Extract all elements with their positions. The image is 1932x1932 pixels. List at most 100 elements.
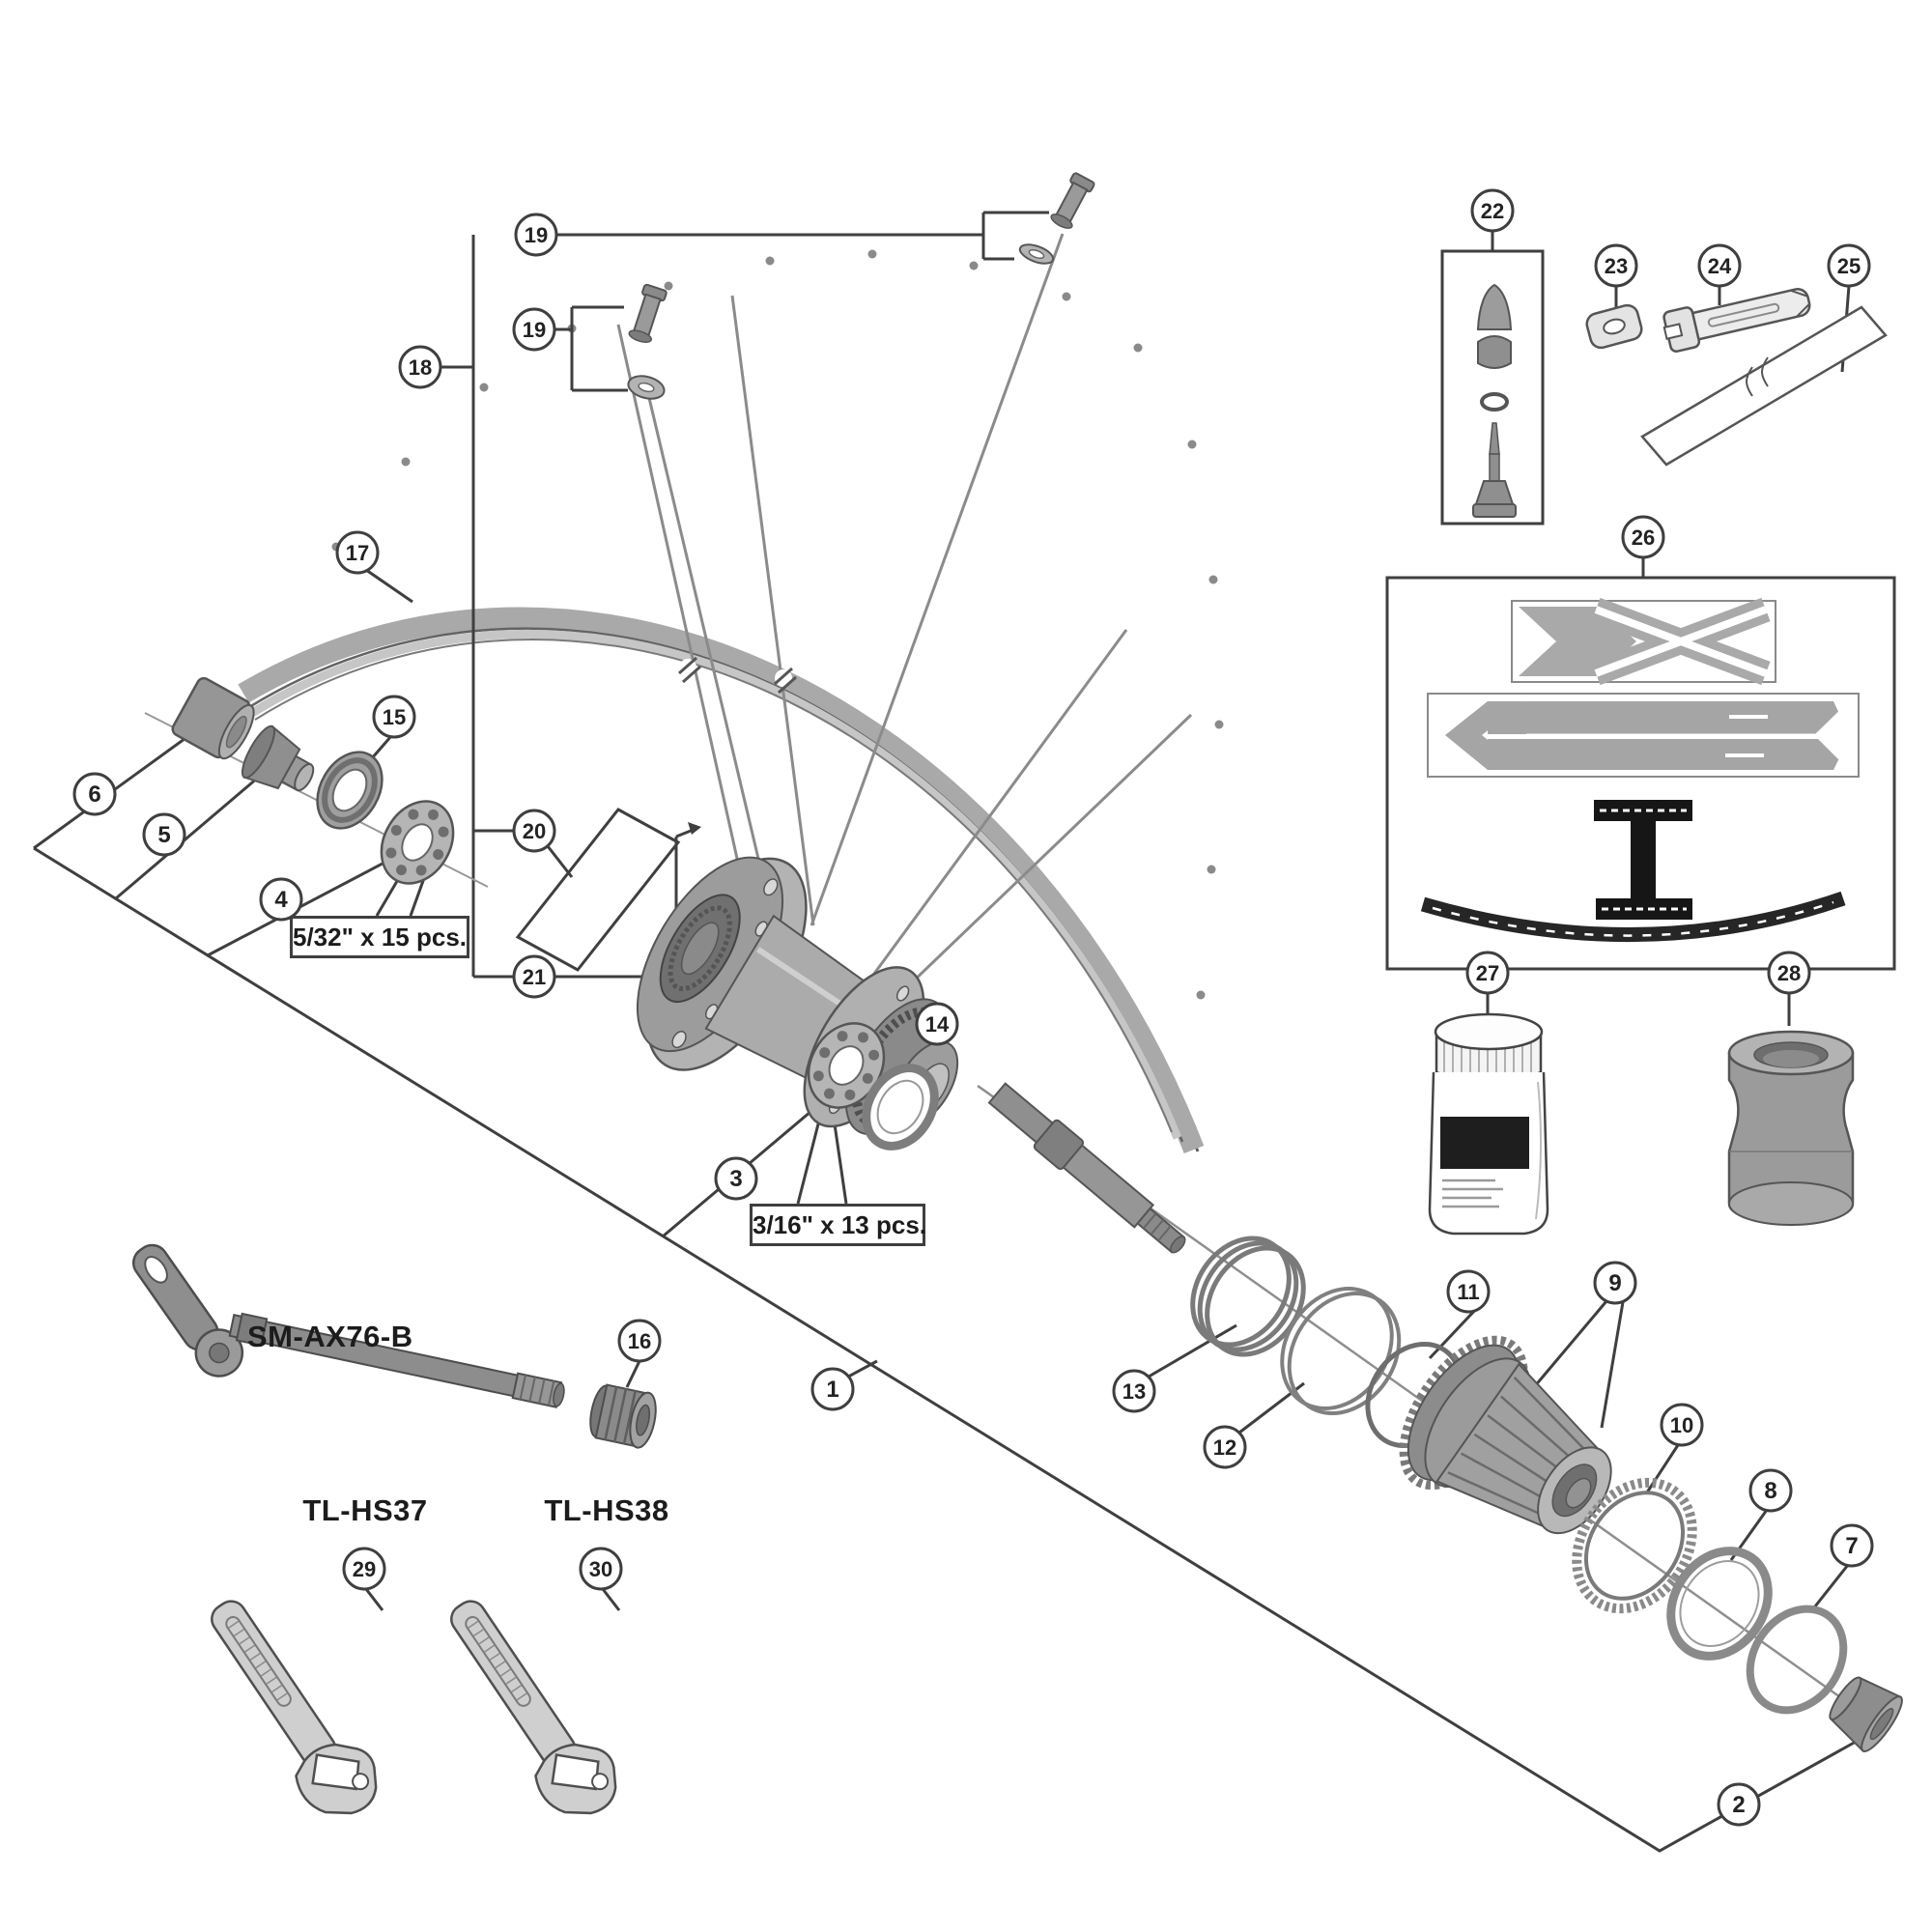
callout-3: 3	[714, 1156, 758, 1201]
callout-11: 11	[1446, 1269, 1491, 1314]
ball-retainer-left	[380, 800, 455, 885]
callout-29: 29	[342, 1547, 386, 1591]
callout-21: 21	[512, 954, 556, 999]
spoke-nipple-top	[1050, 172, 1095, 229]
seal-ring-right	[862, 1064, 939, 1151]
callout-27: 27	[1465, 951, 1510, 995]
callout-12: 12	[1203, 1425, 1247, 1469]
wrench-tool-24	[1662, 288, 1811, 353]
callout-14: 14	[915, 1002, 959, 1046]
svg-text:30: 30	[589, 1557, 612, 1581]
thru-axle-shaft	[228, 1312, 565, 1408]
rim-tape-25	[1640, 305, 1888, 467]
callout-23: 23	[1594, 243, 1638, 288]
svg-text:8: 8	[1764, 1478, 1776, 1504]
callout-22: 22	[1470, 188, 1515, 233]
cone-wrench-29	[211, 1600, 378, 1815]
callout-18: 18	[398, 345, 442, 389]
ball-size-box-right: 3/16" x 13 pcs.	[750, 1204, 926, 1246]
callout-30: 30	[579, 1547, 623, 1591]
nipple-washer-left	[627, 375, 666, 400]
svg-text:19: 19	[525, 223, 548, 247]
bushing	[1727, 1030, 1855, 1226]
callout-19a: 19	[514, 213, 558, 257]
svg-text:1: 1	[826, 1377, 838, 1403]
callout-26: 26	[1621, 515, 1665, 559]
svg-text:27: 27	[1476, 961, 1499, 985]
svg-text:21: 21	[523, 965, 546, 989]
nipple-washer-top	[1018, 243, 1055, 265]
callout-17: 17	[335, 530, 380, 575]
serrated-lockring-10	[1572, 1477, 1697, 1614]
valve-nut-23	[1585, 303, 1643, 350]
callout-20: 20	[512, 809, 556, 853]
svg-text:3: 3	[729, 1166, 742, 1192]
axle-model-label: SM-AX76-B	[247, 1320, 413, 1353]
svg-text:5: 5	[157, 822, 170, 848]
callout-13: 13	[1112, 1369, 1156, 1413]
ring-12	[1280, 1287, 1402, 1415]
svg-text:2: 2	[1732, 1792, 1745, 1818]
callout-2: 2	[1717, 1782, 1761, 1827]
ring-7	[1746, 1605, 1848, 1715]
svg-text:11: 11	[1457, 1280, 1479, 1304]
i-beam-sticker	[1594, 800, 1692, 920]
callout-9: 9	[1593, 1261, 1637, 1305]
callout-4: 4	[259, 877, 303, 922]
svg-text:13: 13	[1122, 1379, 1146, 1404]
svg-text:10: 10	[1670, 1413, 1693, 1437]
svg-text:29: 29	[353, 1557, 376, 1581]
callout-10: 10	[1660, 1403, 1704, 1447]
callout-25: 25	[1827, 243, 1871, 288]
end-cap-right	[1829, 1676, 1903, 1753]
ball-size-box-left: 5/32" x 15 pcs.	[290, 916, 469, 958]
svg-text:12: 12	[1213, 1435, 1236, 1460]
tool-label-tl-hs37: TL-HS37	[302, 1493, 428, 1527]
svg-text:25: 25	[1837, 254, 1861, 278]
curved-rim-sticker	[1420, 891, 1846, 942]
svg-text:14: 14	[925, 1012, 950, 1037]
svg-text:6: 6	[88, 781, 100, 808]
svg-text:16: 16	[628, 1329, 651, 1353]
cone-locknut	[241, 724, 315, 792]
svg-text:17: 17	[346, 541, 369, 565]
valve-kit	[1472, 283, 1517, 518]
svg-text:7: 7	[1845, 1533, 1858, 1559]
spoke-break-marks	[678, 656, 797, 695]
callout-24: 24	[1697, 243, 1742, 288]
svg-text:9: 9	[1608, 1270, 1621, 1296]
svg-text:22: 22	[1481, 199, 1504, 223]
end-cap-left	[171, 676, 255, 760]
callout-7: 7	[1830, 1523, 1874, 1568]
svg-text:4: 4	[274, 887, 288, 913]
callout-28: 28	[1767, 951, 1811, 995]
spoke-nipple-left	[628, 283, 668, 343]
callout-5: 5	[142, 812, 186, 857]
cone-wrench-30	[450, 1600, 617, 1815]
svg-text:18: 18	[409, 355, 432, 380]
callout-1: 1	[810, 1367, 855, 1411]
sticker-set	[1420, 597, 1860, 942]
callout-8: 8	[1748, 1468, 1793, 1513]
grease-jar	[1428, 1012, 1549, 1236]
axle-end-nut-16	[589, 1383, 657, 1449]
thru-axle-lever	[131, 1243, 244, 1378]
svg-text:23: 23	[1605, 254, 1628, 278]
seal-washer-left	[316, 751, 384, 830]
spokes	[616, 233, 1193, 1009]
svg-text:15: 15	[383, 705, 406, 729]
freehub-body	[1399, 1335, 1612, 1535]
callout-19b: 19	[512, 307, 556, 352]
svg-text:26: 26	[1632, 526, 1655, 550]
ring-8	[1666, 1547, 1773, 1661]
svg-text:20: 20	[523, 819, 546, 843]
svg-text:19: 19	[523, 318, 546, 342]
callout-15: 15	[372, 695, 416, 739]
svg-text:28: 28	[1777, 961, 1801, 985]
callout-16: 16	[617, 1319, 662, 1363]
callout-6: 6	[72, 772, 117, 816]
hub-axle	[987, 1082, 1186, 1254]
